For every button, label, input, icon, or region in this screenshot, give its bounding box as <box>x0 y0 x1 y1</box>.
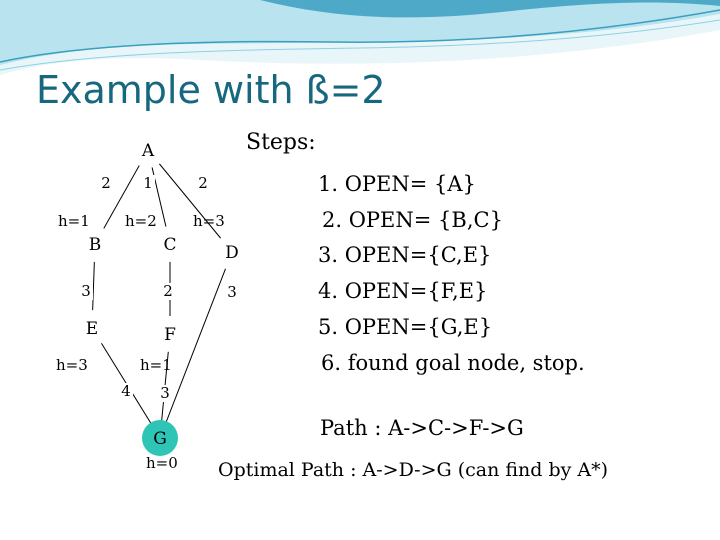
node-b-label: B <box>89 235 102 255</box>
node-d-label: D <box>225 243 239 263</box>
node-e-label: E <box>86 319 98 339</box>
step-3: 3. OPEN={C,E} <box>318 243 491 267</box>
node-c-label: C <box>163 235 176 255</box>
edge-cost-b-e: 3 <box>81 282 91 300</box>
step-6: 6. found goal node, stop. <box>321 351 585 375</box>
edge-cost-d-g: 3 <box>227 283 237 301</box>
edge-cost-a-d: 2 <box>198 174 208 192</box>
step-1: 1. OPEN= {A} <box>318 172 476 196</box>
node-c-heuristic: h=2 <box>125 212 157 230</box>
step-2: 2. OPEN= {B,C} <box>322 208 503 232</box>
steps-heading: Steps: <box>246 130 316 155</box>
edge-cost-a-c: 1 <box>143 174 153 192</box>
node-f-label: F <box>164 325 176 345</box>
edge-cost-e-g: 4 <box>121 382 131 400</box>
node-g-label: G <box>153 429 167 449</box>
node-e-heuristic: h=3 <box>56 356 88 374</box>
optimal-path-text: Optimal Path : A->D->G (can find by A*) <box>218 459 608 481</box>
node-d-heuristic: h=3 <box>193 212 225 230</box>
edge-cost-a-b: 2 <box>101 174 111 192</box>
step-4: 4. OPEN={F,E} <box>318 279 487 303</box>
edge-cost-f-g: 3 <box>160 384 170 402</box>
node-f-heuristic: h=1 <box>140 356 172 374</box>
node-b-heuristic: h=1 <box>58 212 90 230</box>
node-a-label: A <box>141 141 155 161</box>
step-5: 5. OPEN={G,E} <box>318 315 492 339</box>
path-text: Path : A->C->F->G <box>320 416 524 440</box>
edge-cost-c-f: 2 <box>163 282 173 300</box>
node-g-heuristic: h=0 <box>146 454 178 472</box>
